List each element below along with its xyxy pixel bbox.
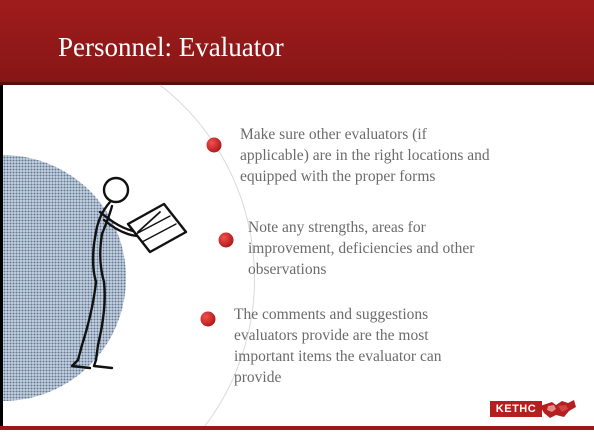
bullet-1-text: Make sure other evaluators (if applicabl… xyxy=(240,124,490,187)
bullet-3-line-1: The comments and suggestions xyxy=(234,306,429,323)
bullet-1-line-2: applicable) are in the right locations a… xyxy=(240,147,490,164)
bullet-3-line-2: evaluators provide are the most xyxy=(234,327,429,344)
left-border xyxy=(0,85,3,429)
bullet-3-line-4: provide xyxy=(234,369,282,386)
footer-divider xyxy=(0,426,594,430)
bullet-1-line-3: equipped with the proper forms xyxy=(240,168,436,185)
bullet-2-line-2: improvement, deficiencies and other xyxy=(248,240,475,257)
evaluator-figure-icon xyxy=(70,176,188,370)
bullet-3-text: The comments and suggestions evaluators … xyxy=(234,304,441,388)
header-divider xyxy=(0,82,594,85)
bullet-2-text: Note any strengths, areas for improvemen… xyxy=(248,217,474,280)
title-bar: Personnel: Evaluator xyxy=(0,0,594,82)
bottom-margin xyxy=(0,430,594,447)
kethc-logo: KETHC xyxy=(486,393,580,423)
bullet-3-line-3: important items the evaluator can xyxy=(234,348,442,365)
bullet-2-line-3: observations xyxy=(248,261,327,278)
state-map-icon xyxy=(540,400,576,418)
dotted-semicircle xyxy=(3,155,126,401)
logo-text: KETHC xyxy=(490,401,542,417)
bullet-1-icon xyxy=(206,137,222,153)
slide-title: Personnel: Evaluator xyxy=(58,32,284,62)
bullet-1-line-1: Make sure other evaluators (if xyxy=(240,126,427,143)
bullet-3-icon xyxy=(200,311,216,327)
background-arc xyxy=(159,84,255,427)
bullet-2-icon xyxy=(218,232,234,248)
bullet-2-line-1: Note any strengths, areas for xyxy=(248,219,426,236)
